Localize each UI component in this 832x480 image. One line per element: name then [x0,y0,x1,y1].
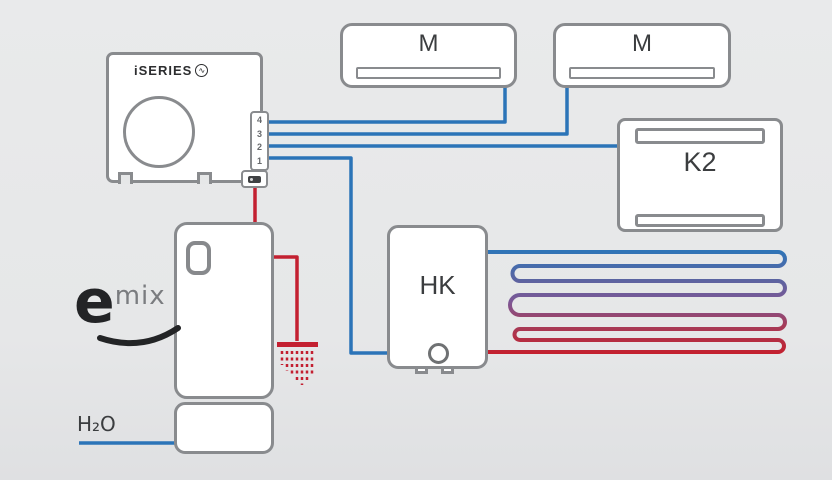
hydro-module-hk-label: HK [419,270,456,300]
console-unit-k2: K2 [617,118,783,232]
pipe-terminal4-to-m1 [262,86,507,124]
wall-unit-m1: M [340,23,517,88]
terminal-number: 4 [256,115,262,126]
storage-tank [174,222,274,399]
water-connector [241,170,268,188]
pipe-terminal1-to-hk [262,156,390,355]
pipe-tank-to-shower [272,255,299,341]
outdoor-unit: iSERIES ∿ [106,52,263,183]
terminal-number: 2 [256,142,262,153]
wall-unit-m2: M [553,23,731,88]
wall-unit-m1-label: M [418,30,439,57]
wall-unit-m2-label: M [632,30,652,57]
underfloor-heating-coil [488,250,787,354]
emix-logo-mix: mix [114,281,166,311]
terminal-number: 3 [256,128,262,139]
air-outlet-slot [635,214,765,227]
tank-base-unit [174,402,274,454]
outdoor-unit-notch [118,172,133,184]
hydro-module-hk: HK [387,225,488,369]
outdoor-unit-notch [197,172,212,184]
brand-label: iSERIES [134,63,193,78]
emix-logo-swoosh-icon [97,325,181,347]
fan-icon [123,96,195,168]
air-outlet-slot [356,67,501,79]
pressure-gauge-icon [428,343,449,364]
terminal-strip: 4 3 2 1 [250,111,269,171]
terminal-number: 1 [256,155,262,166]
air-outlet-slot [635,128,765,144]
shower-drops-icon [280,351,314,385]
brand-row: iSERIES ∿ [134,63,209,78]
air-outlet-slot [569,67,715,79]
console-unit-k2-label: K2 [683,147,717,177]
water-supply-label: H₂O [77,412,116,436]
tank-window-icon [186,241,211,275]
emix-logo: e mix [74,267,181,347]
brand-badge-icon: ∿ [195,64,209,77]
pipe-terminal3-to-m2 [262,86,569,136]
plug-icon [248,175,261,183]
emix-logo-e: e [74,267,115,337]
